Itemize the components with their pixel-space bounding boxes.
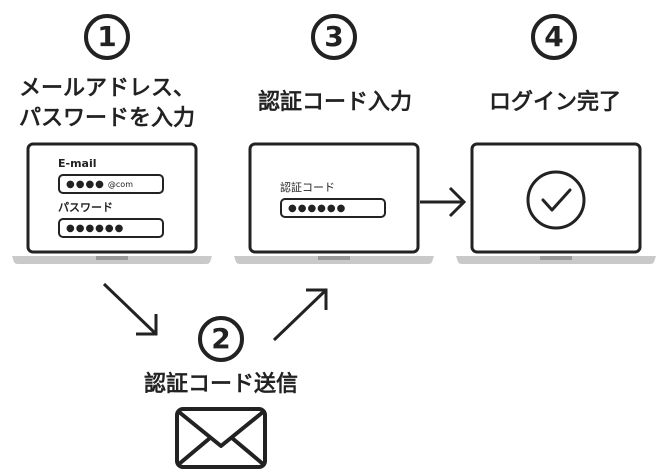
- step-1-label-line-1: メールアドレス、: [18, 76, 195, 101]
- code-field[interactable]: ●●●●●●: [280, 198, 386, 218]
- laptop-4-icon: [456, 142, 656, 264]
- laptop-4: [454, 142, 658, 266]
- step-2-number: 2: [198, 316, 244, 362]
- step-1-number: 1: [84, 14, 130, 60]
- arrow-right-icon: [420, 186, 467, 218]
- step-1-label-line-2: パスワードを入力: [18, 106, 195, 131]
- step-2-label: 認証コード送信: [143, 372, 298, 397]
- password-label: パスワード: [58, 201, 113, 214]
- step-1-number-text: 1: [97, 20, 117, 53]
- step-1-label: メールアドレス、 パスワードを入力: [0, 74, 214, 134]
- check-circle-icon: [526, 170, 586, 230]
- code-label: 認証コード: [280, 181, 335, 194]
- code-value: ●●●●●●: [288, 202, 347, 214]
- step-3-label: 認証コード入力: [257, 90, 412, 115]
- envelope-icon: [175, 407, 267, 469]
- step-2-number-text: 2: [211, 322, 231, 355]
- step-4-label: ログイン完了: [488, 90, 621, 115]
- arrow-down-right: [100, 280, 164, 340]
- password-field[interactable]: ●●●●●●: [58, 218, 164, 238]
- step-3-number-text: 3: [324, 20, 344, 53]
- arrow-down-right-icon: [102, 282, 158, 336]
- email-label: E-mail: [58, 157, 97, 170]
- email-value: ●●●●: [66, 178, 105, 190]
- envelope: [174, 406, 268, 474]
- email-field[interactable]: ●●●● @com: [58, 174, 164, 194]
- step-4-number-text: 4: [544, 20, 564, 53]
- arrow-right: [418, 186, 468, 218]
- arrow-up-right: [270, 284, 334, 344]
- arrow-up-right-icon: [272, 288, 328, 342]
- email-suffix: @com: [107, 179, 133, 189]
- laptop-1-icon: [12, 142, 212, 264]
- step-3-number: 3: [311, 14, 357, 60]
- step-4-number: 4: [531, 14, 577, 60]
- laptop-3: 認証コード ●●●●●●: [232, 142, 436, 266]
- laptop-1: E-mail ●●●● @com パスワード ●●●●●●: [10, 142, 214, 266]
- password-value: ●●●●●●: [66, 222, 125, 234]
